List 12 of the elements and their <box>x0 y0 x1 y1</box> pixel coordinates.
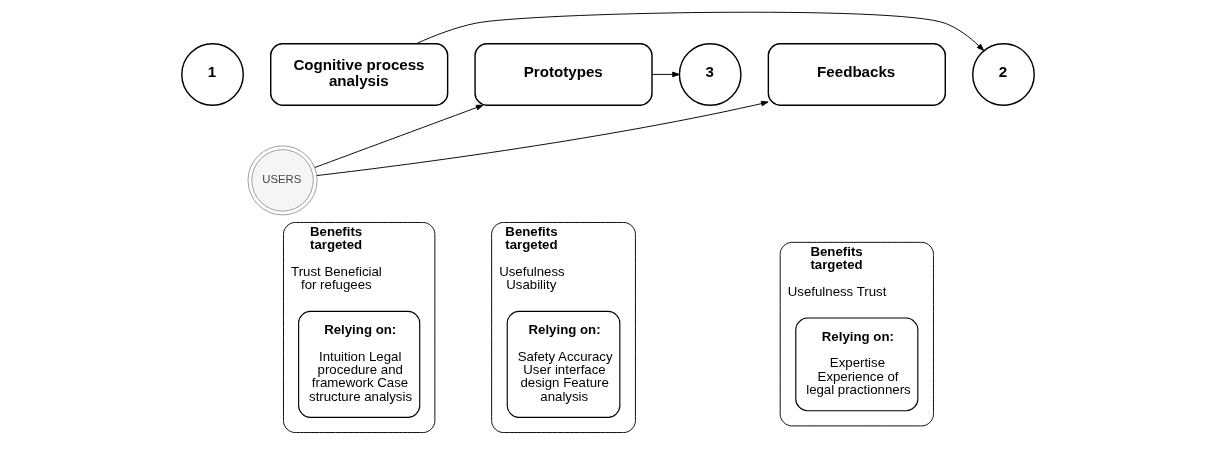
arrow <box>315 100 769 177</box>
node-box: Relying on: Intuition Legal procedure and framework Case structure analysis <box>297 310 420 418</box>
node-box: Cognitive process analysis <box>269 42 448 106</box>
arrow <box>313 104 483 168</box>
node-circle: 1 <box>180 42 244 106</box>
node-box: Relying on: Safety Accuracy User interface design Feature analysis <box>506 310 620 418</box>
arrow <box>651 71 680 78</box>
node-box: Prototypes <box>473 42 653 106</box>
node-box: Relying on: Expertise Experience of legal practionners <box>794 317 918 412</box>
node-circle: 3 <box>678 42 742 106</box>
arrow <box>415 11 984 51</box>
node-box: Feedbacks <box>767 42 946 106</box>
